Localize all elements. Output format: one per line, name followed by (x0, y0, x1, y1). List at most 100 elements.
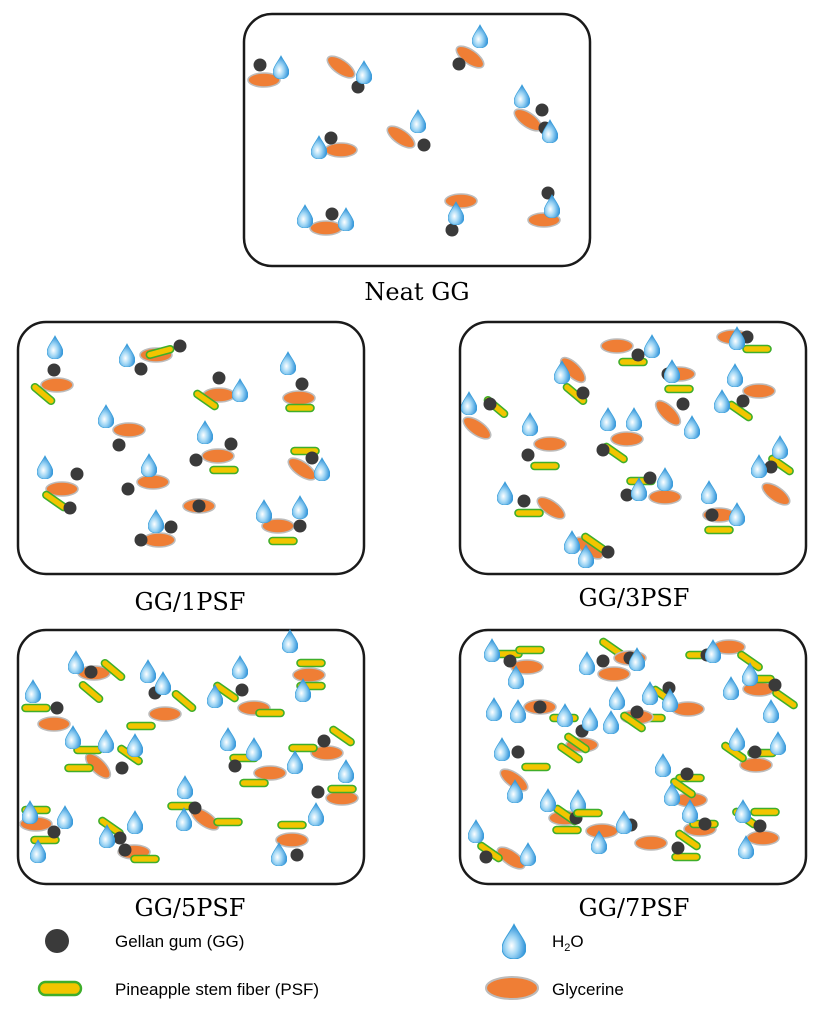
particle-cluster (661, 359, 696, 394)
particle-cluster (19, 800, 73, 863)
panel-label-gg-5psf: GG/5PSF (135, 894, 246, 922)
glycerine-molecule (309, 220, 343, 236)
glycerine-molecule (742, 383, 776, 399)
gellan-gum-particle (235, 683, 249, 697)
glycerine-molecule (37, 716, 71, 732)
particle-cluster (701, 480, 745, 535)
gellan-gum-particle (84, 665, 98, 679)
pineapple-fiber (30, 382, 56, 406)
particle-cluster (557, 703, 599, 764)
particle-cluster (287, 446, 330, 481)
gellan-gum-particle (134, 362, 148, 376)
pineapple-fiber (130, 854, 160, 864)
gellan-gum-particle (596, 654, 610, 668)
panel-label-gg-1psf: GG/1PSF (135, 588, 246, 616)
particle-cluster (193, 371, 248, 411)
legend-gg-label: Gellan gum (GG) (115, 932, 244, 951)
particle-cluster (723, 662, 798, 723)
particle-cluster (620, 467, 682, 505)
glycerine-molecule (761, 482, 791, 506)
particle-cluster (521, 412, 567, 471)
particle-cluster (714, 363, 776, 422)
gellan-gum-particle (113, 831, 127, 845)
particle-cluster (121, 453, 170, 496)
glycerine-molecule (275, 832, 309, 848)
glycerine-molecule (84, 752, 112, 780)
particle-cluster (167, 775, 243, 831)
legend: Gellan gum (GG) Pineapple stem fiber (PS… (37, 923, 624, 1000)
particle-cluster (603, 686, 654, 734)
gellan-gum-particle (173, 339, 187, 353)
gellan-gum-particle (192, 499, 206, 513)
particle-cluster (282, 629, 326, 702)
pineapple-fiber (21, 703, 51, 713)
panel-label-neat-gg: Neat GG (364, 278, 469, 306)
pineapple-fiber (514, 508, 544, 518)
panel-content-gg-7psf (468, 637, 798, 870)
glycerine-molecule (444, 193, 478, 209)
gellan-gum-particle (317, 734, 331, 748)
gellan-gum-particle (601, 545, 615, 559)
pineapple-fiber (670, 777, 696, 799)
particle-cluster (732, 799, 780, 859)
panel-frame-gg-7psf (458, 628, 808, 886)
particle-cluster (256, 495, 308, 546)
legend-glycerine-label: Glycerine (552, 980, 624, 999)
particle-cluster (68, 650, 126, 704)
gellan-gum-particle (535, 103, 549, 117)
gellan-gum-particle (517, 494, 531, 508)
gellan-gum-particle (189, 453, 203, 467)
pineapple-fiber (126, 721, 156, 731)
pineapple-fiber (64, 763, 94, 773)
pineapple-fiber (552, 825, 582, 835)
gellan-gum-particle (188, 801, 202, 815)
gellan-gum-particle (764, 460, 778, 474)
glycerine-molecule (292, 667, 326, 683)
gellan-gum-particle (630, 705, 644, 719)
particle-cluster (554, 356, 590, 406)
particle-cluster (600, 334, 660, 367)
gellan-gum-particle (305, 451, 319, 465)
particle-cluster (207, 655, 285, 718)
particle-cluster (540, 788, 586, 835)
particle-cluster (527, 186, 561, 228)
glycerine-molecule (634, 835, 668, 851)
pineapple-fiber (521, 762, 551, 772)
particle-cluster (126, 659, 197, 731)
particle-cluster (297, 204, 354, 236)
gellan-gum-particle (452, 57, 466, 71)
particle-cluster (497, 481, 566, 520)
particle-cluster (685, 639, 763, 672)
gellan-gum-particle (671, 841, 685, 855)
glycerine-molecule (386, 125, 416, 149)
particle-cluster (247, 55, 289, 88)
pineapple-fiber (737, 650, 763, 672)
pineapple-fiber (768, 454, 794, 476)
gellan-gum-particle (662, 681, 676, 695)
particle-cluster (564, 530, 615, 568)
particle-cluster (134, 509, 178, 548)
particle-cluster (716, 326, 772, 354)
gellan-gum-particle (676, 397, 690, 411)
pineapple-fiber (327, 784, 357, 794)
legend-gg-symbol (45, 929, 69, 953)
gellan-gum-particle (63, 501, 77, 515)
gellan-gum-particle (325, 207, 339, 221)
glycerine-molecule (654, 399, 682, 427)
glycerine-molecule (597, 666, 631, 682)
particle-cluster (613, 647, 647, 671)
pineapple-fiber (193, 389, 219, 411)
particle-cluster (675, 799, 719, 851)
pineapple-fiber (530, 461, 560, 471)
gellan-gum-particle (115, 761, 129, 775)
panel-frame-gg-1psf (16, 320, 366, 576)
panel-label-gg-7psf: GG/7PSF (579, 894, 690, 922)
gellan-gum-particle (483, 397, 497, 411)
glycerine-molecule (247, 72, 281, 88)
pineapple-fiber (255, 708, 285, 718)
gellan-gum-particle (705, 508, 719, 522)
gellan-gum-particle (533, 700, 547, 714)
pineapple-fiber (285, 403, 315, 413)
particle-cluster (189, 420, 239, 475)
